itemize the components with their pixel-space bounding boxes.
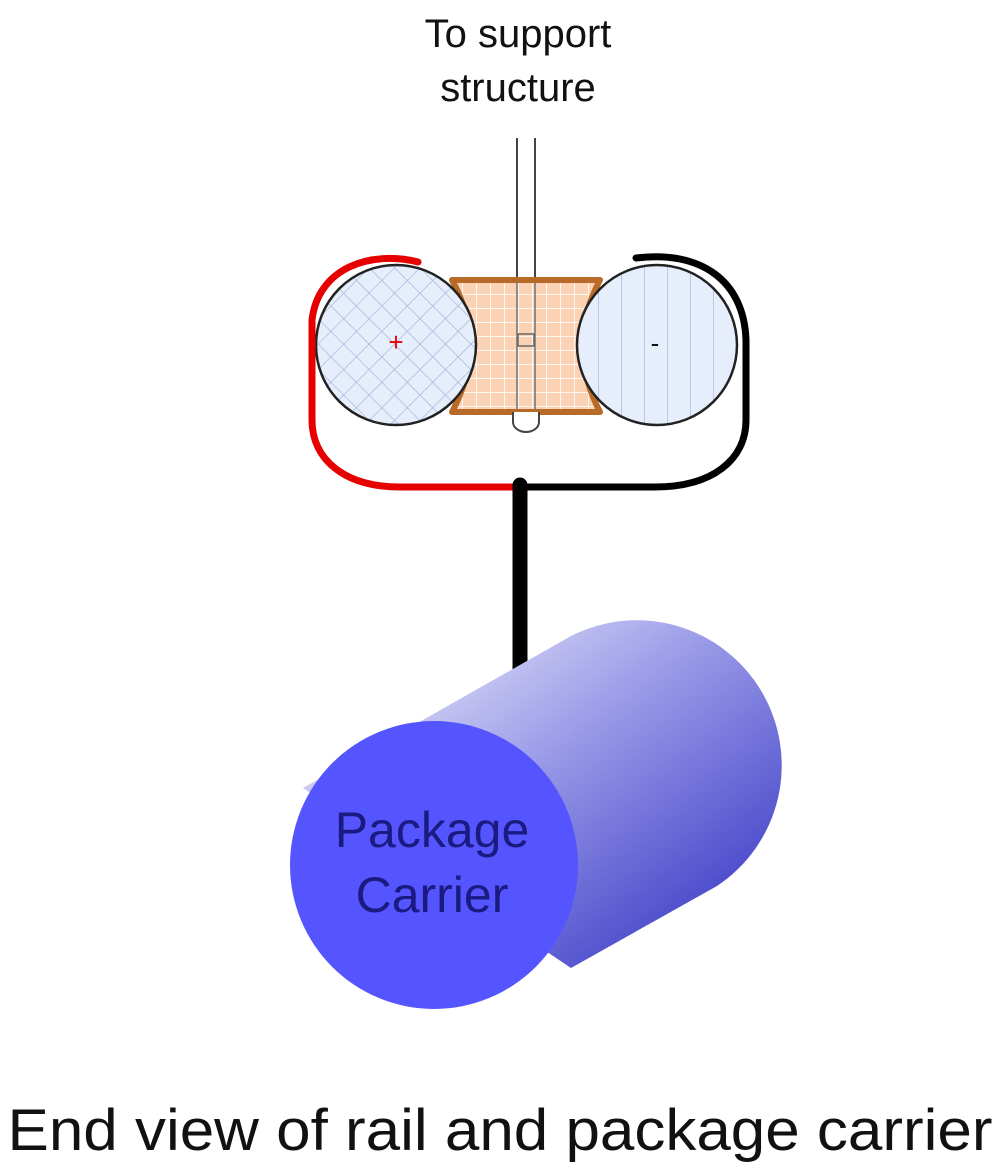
support-label-line1: To support — [425, 12, 612, 56]
carrier-label-line1: Package — [335, 802, 530, 858]
support-label-line2: structure — [440, 66, 596, 110]
negative-rail-sign: - — [651, 328, 660, 358]
carrier-label-line2: Carrier — [356, 867, 509, 923]
package-carrier: Package Carrier — [290, 620, 782, 1009]
negative-rail: - — [575, 263, 739, 427]
diagram-caption: End view of rail and package carrier — [8, 1098, 993, 1163]
positive-pickup-wire — [308, 255, 524, 491]
rod-end — [512, 412, 540, 433]
positive-rail-sign: + — [388, 327, 403, 357]
positive-rail: + — [314, 263, 478, 427]
negative-pickup-wire — [516, 253, 750, 491]
